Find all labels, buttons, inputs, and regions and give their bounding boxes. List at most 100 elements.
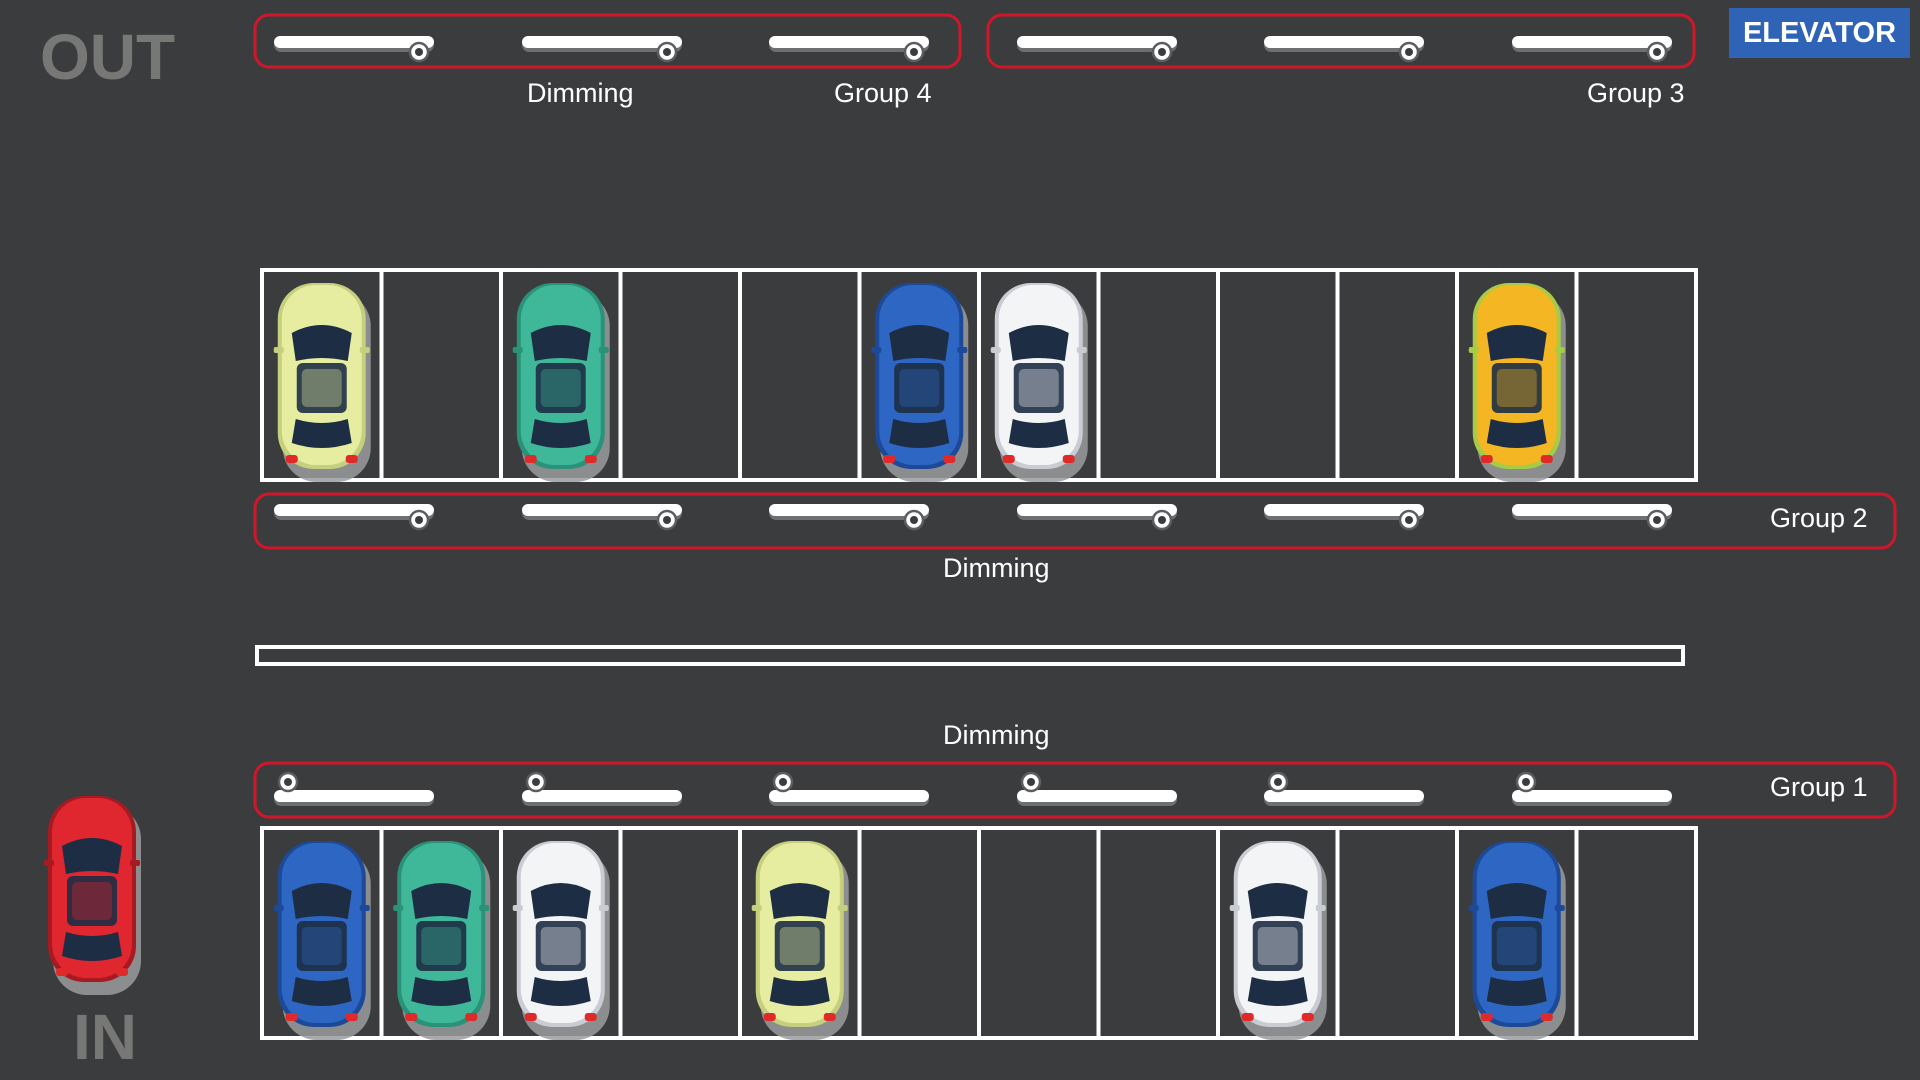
light-fixture bbox=[522, 504, 682, 531]
car-mirror bbox=[837, 905, 848, 911]
in-label: IN bbox=[73, 1001, 137, 1073]
car-taillight bbox=[345, 455, 358, 463]
car-taillight bbox=[883, 455, 896, 463]
car-rear-window bbox=[530, 419, 591, 448]
car-taillight bbox=[823, 1013, 836, 1021]
group-4-outline bbox=[253, 13, 962, 69]
car-windshield bbox=[1486, 883, 1547, 919]
car-yellow bbox=[751, 841, 849, 1040]
car-taillight bbox=[285, 455, 298, 463]
sensor-knob-center bbox=[1405, 48, 1413, 56]
car-mirror bbox=[273, 347, 284, 353]
car-teal bbox=[393, 841, 491, 1040]
car-roof bbox=[1013, 363, 1064, 413]
car-roof-panel bbox=[1257, 927, 1298, 965]
car-mirror bbox=[598, 347, 609, 353]
car-rear-window bbox=[530, 977, 591, 1006]
light-fixture bbox=[1264, 504, 1424, 531]
car-red bbox=[44, 796, 141, 995]
car-mirror bbox=[44, 860, 54, 866]
car-taillight bbox=[285, 1013, 298, 1021]
light-fixture-bar bbox=[1264, 504, 1424, 516]
car-mirror bbox=[871, 347, 882, 353]
light-fixture-bar bbox=[1512, 36, 1672, 48]
light-fixture-bar bbox=[1264, 36, 1424, 48]
light-fixture-bar bbox=[1017, 36, 1177, 48]
car-blue bbox=[1468, 841, 1566, 1040]
car-mirror bbox=[751, 905, 762, 911]
light-fixture bbox=[1017, 504, 1177, 531]
sensor-knob-center bbox=[1653, 48, 1661, 56]
car-taillight bbox=[584, 455, 597, 463]
out-label: OUT bbox=[40, 21, 176, 93]
car-mirror bbox=[1554, 347, 1565, 353]
car-taillight bbox=[1301, 1013, 1314, 1021]
light-fixture-bar bbox=[522, 790, 682, 802]
car-rear-window bbox=[769, 977, 830, 1006]
car-taillight bbox=[524, 1013, 537, 1021]
group-1-outline bbox=[253, 761, 1897, 819]
car-taillight bbox=[1540, 1013, 1553, 1021]
car-roof-panel bbox=[1496, 369, 1537, 407]
light-fixture-bar bbox=[274, 790, 434, 802]
group-1-label: Group 1 bbox=[1770, 772, 1868, 802]
car-windshield bbox=[1008, 325, 1069, 361]
car-mirror bbox=[512, 905, 523, 911]
car-taillight bbox=[943, 455, 956, 463]
light-fixture bbox=[274, 771, 434, 806]
sensor-knob-center bbox=[1158, 516, 1166, 524]
car-roof-panel bbox=[779, 927, 820, 965]
car-mirror bbox=[990, 347, 1001, 353]
sensor-knob-center bbox=[1274, 778, 1282, 786]
car-windshield bbox=[769, 883, 830, 919]
car-roof bbox=[774, 921, 825, 971]
car-roof bbox=[296, 921, 347, 971]
car-windshield bbox=[62, 838, 122, 874]
light-fixture-bar bbox=[769, 504, 929, 516]
car-blue bbox=[273, 841, 371, 1040]
car-windshield bbox=[1247, 883, 1308, 919]
car-rear-window bbox=[62, 932, 122, 961]
light-fixture-bar bbox=[1017, 504, 1177, 516]
car-roof bbox=[416, 921, 467, 971]
car-mirror bbox=[598, 905, 609, 911]
car-taillight bbox=[116, 968, 128, 976]
car-roof bbox=[1491, 921, 1542, 971]
light-fixture bbox=[1512, 771, 1672, 806]
elevator-sign: ELEVATOR bbox=[1729, 8, 1910, 58]
car-windshield bbox=[1486, 325, 1547, 361]
light-fixture-bar bbox=[274, 36, 434, 48]
light-fixture bbox=[769, 771, 929, 806]
car-windshield bbox=[411, 883, 472, 919]
sensor-knob-center bbox=[910, 516, 918, 524]
light-fixture-bar bbox=[1264, 790, 1424, 802]
car-rear-window bbox=[889, 419, 950, 448]
light-fixture bbox=[1017, 771, 1177, 806]
light-fixture bbox=[1512, 504, 1672, 531]
car-taillight bbox=[1480, 1013, 1493, 1021]
car-rear-window bbox=[1008, 419, 1069, 448]
car-windshield bbox=[291, 883, 352, 919]
group-3-label: Group 3 bbox=[1587, 78, 1685, 108]
sensor-knob-center bbox=[1522, 778, 1530, 786]
light-fixture-bar bbox=[769, 36, 929, 48]
car-mirror bbox=[957, 347, 968, 353]
car-taillight bbox=[524, 455, 537, 463]
lane-divider bbox=[255, 645, 1685, 666]
sensor-knob-center bbox=[1158, 48, 1166, 56]
car-roof bbox=[535, 363, 586, 413]
dimming-label-top: Dimming bbox=[527, 78, 634, 108]
car-roof bbox=[1491, 363, 1542, 413]
car-taillight bbox=[1241, 1013, 1254, 1021]
car-roof bbox=[535, 921, 586, 971]
light-fixture bbox=[769, 36, 929, 63]
car-windshield bbox=[889, 325, 950, 361]
car-yellow bbox=[273, 283, 371, 482]
group-2-label: Group 2 bbox=[1770, 503, 1868, 533]
car-taillight bbox=[584, 1013, 597, 1021]
sensor-knob-center bbox=[1653, 516, 1661, 524]
car-rear-window bbox=[291, 977, 352, 1006]
car-roof-panel bbox=[1496, 927, 1537, 965]
car-roof-panel bbox=[899, 369, 940, 407]
